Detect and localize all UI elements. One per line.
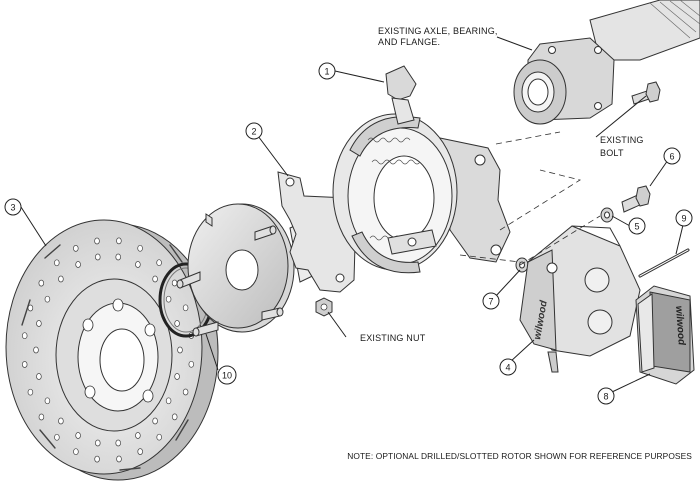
shim: [515, 257, 529, 273]
rotor-drill-hole: [171, 279, 178, 287]
callout-4-number: 4: [505, 363, 510, 373]
rotor-drill-hole: [44, 397, 51, 405]
rotor-drill-hole: [165, 397, 172, 405]
rotor-drill-hole: [94, 455, 100, 463]
brake-pads: wilwood: [635, 285, 695, 385]
rotor-drill-hole: [174, 373, 180, 380]
rotor-drill-hole: [152, 417, 158, 425]
callout-6-number: 6: [669, 152, 674, 162]
callout-2-number: 2: [251, 127, 256, 137]
rotor-drill-hole: [152, 275, 158, 283]
hub-adapter: [176, 203, 295, 337]
rotor-drill-hole: [115, 253, 121, 261]
leader-lines: [20, 36, 684, 393]
rotor-drill-hole: [135, 261, 141, 268]
rotor-drill-hole: [182, 388, 189, 396]
rotor-drill-hole: [156, 433, 162, 441]
rotor-drill-hole: [73, 245, 79, 252]
existing-axle: [513, 0, 700, 125]
callout-1-number: 1: [324, 67, 329, 77]
existing-axle-label-line2: AND FLANGE.: [378, 37, 440, 47]
existing-bolt: [631, 81, 661, 105]
callout-7: 7: [482, 292, 500, 310]
rotor-drill-hole: [36, 320, 42, 327]
rotor-drill-hole: [115, 439, 121, 447]
rotor-drill-hole: [38, 413, 45, 421]
rotor-drill-hole: [54, 433, 60, 441]
rotor-drill-hole: [54, 259, 60, 267]
rotor-drill-hole: [33, 346, 39, 354]
rotor-lug-holes: [82, 298, 156, 403]
cotter-pin: [638, 248, 690, 278]
existing-nut: [315, 297, 333, 317]
rotor-drill-hole: [135, 432, 141, 439]
rotor-drill-hole: [58, 275, 64, 283]
rotor-drill-hole: [21, 361, 28, 368]
rotor-drill-hole: [44, 295, 51, 303]
washer: [600, 207, 614, 223]
rotor-drill-hole: [36, 373, 42, 380]
rotor-drill-hole: [75, 432, 81, 439]
rotor-drill-hole: [165, 295, 172, 303]
wheel-studs: [176, 213, 284, 337]
rotor-drill-hole: [171, 413, 178, 421]
reference-note: NOTE: OPTIONAL DRILLED/SLOTTED ROTOR SHO…: [347, 451, 692, 461]
rotor: [5, 219, 219, 481]
rotor-drill-hole: [58, 417, 64, 425]
callout-8-number: 8: [603, 392, 608, 402]
rotor-drill-hole: [116, 237, 122, 245]
existing-bolt-label-line1: EXISTING: [600, 135, 644, 145]
rotor-drill-hole: [94, 237, 100, 245]
callout-2: 2: [245, 122, 263, 140]
rotor-drill-hole: [174, 320, 180, 327]
rotor-drill-hole: [95, 439, 101, 447]
rotor-drill-hole: [137, 448, 143, 455]
callout-6: 6: [663, 147, 681, 165]
rotor-drill-hole: [156, 259, 162, 267]
rotor-drill-hole: [188, 360, 195, 368]
rotor-drill-hole: [95, 253, 101, 261]
callout-7-number: 7: [488, 297, 493, 307]
rotor-drill-hole: [21, 332, 28, 340]
callout-1: 1: [318, 62, 336, 80]
callout-8: 8: [597, 387, 615, 405]
rotor-slots: [21, 244, 189, 471]
existing-axle-label-line1: EXISTING AXLE, BEARING,: [378, 26, 498, 36]
rotor-drill-hole: [75, 261, 81, 268]
callout-10: 10: [217, 365, 237, 385]
rotor-drill-hole: [182, 304, 189, 312]
callout-4: 4: [499, 358, 517, 376]
caliper-bolt: [621, 185, 651, 213]
callout-3-number: 3: [10, 203, 15, 213]
parking-brake-assembly: [332, 65, 511, 274]
callout-10-number: 10: [222, 371, 232, 381]
rotor-drill-hole: [116, 455, 122, 463]
callout-5: 5: [628, 217, 646, 235]
existing-nut-label: EXISTING NUT: [360, 333, 426, 343]
callout-9: 9: [675, 209, 693, 227]
caliper: wilwood: [519, 225, 641, 373]
callout-5-number: 5: [634, 222, 639, 232]
rotor-drill-hole: [177, 346, 183, 354]
rotor-drilled-holes: [21, 237, 195, 463]
rotor-drill-hole: [38, 279, 45, 287]
rotor-drill-hole: [27, 388, 34, 396]
rotor-drill-hole: [137, 244, 143, 252]
existing-bolt-label-line2: BOLT: [600, 148, 624, 158]
pad-brand-text: wilwood: [673, 305, 687, 346]
callout-9-number: 9: [681, 214, 686, 224]
callout-3: 3: [4, 198, 22, 216]
assembly-guide-lines: [459, 131, 601, 266]
rotor-drill-hole: [73, 448, 79, 456]
